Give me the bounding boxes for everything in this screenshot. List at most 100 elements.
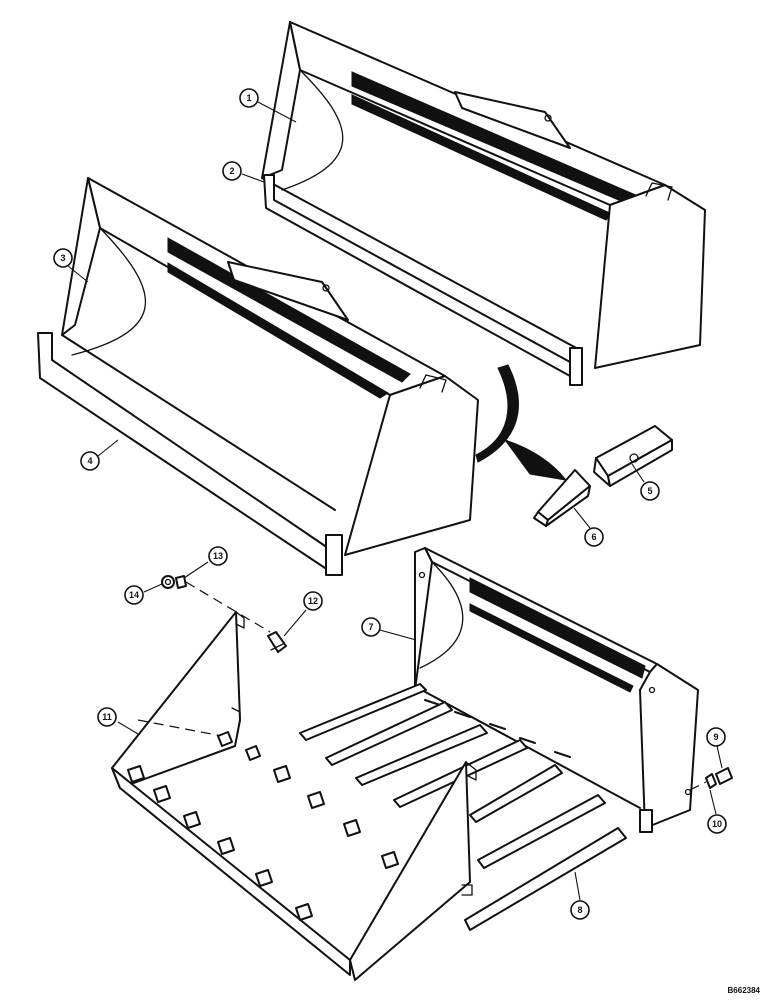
fork-bucket-right-side xyxy=(639,663,699,829)
bolt-9 xyxy=(715,767,733,785)
bucket-middle-left-side xyxy=(61,177,101,336)
hardware-group-left xyxy=(161,575,287,653)
tooth-side xyxy=(545,485,591,527)
callout-10-label: 10 xyxy=(712,819,722,829)
callout-5: 5 xyxy=(640,481,660,501)
fork-bucket-stripe-wide xyxy=(469,577,646,679)
callout-7-label: 7 xyxy=(368,622,373,632)
callout-4-label: 4 xyxy=(87,456,92,466)
tine-5 xyxy=(469,764,563,823)
leader-4 xyxy=(97,439,119,457)
clip-b2 xyxy=(153,785,171,803)
adapter-pin-hole xyxy=(629,453,639,463)
clip-b3 xyxy=(183,811,201,829)
bucket-middle-stripe-wide xyxy=(167,237,411,383)
fork-bucket-stripe-thin xyxy=(469,603,634,693)
bucket-middle-pin xyxy=(322,284,330,292)
fork-bucket-floor-curve xyxy=(419,561,464,669)
fork-bucket-top-rail xyxy=(424,547,658,673)
callout-3-label: 3 xyxy=(60,253,65,263)
grapple-left-lug xyxy=(235,611,245,629)
callout-13-label: 13 xyxy=(213,551,223,561)
bucket-upper-top-lug xyxy=(645,182,673,201)
clip-b6 xyxy=(295,903,313,921)
tine-6 xyxy=(477,794,606,869)
washer-10 xyxy=(705,773,717,789)
callout-1-label: 1 xyxy=(246,93,251,103)
leader-11 xyxy=(117,721,139,735)
callout-9-label: 9 xyxy=(713,732,718,742)
clip-a2 xyxy=(245,745,261,761)
nut-14 xyxy=(161,575,175,589)
callout-6-label: 6 xyxy=(591,532,596,542)
bucket-middle-right-side xyxy=(344,375,479,556)
fork-bucket-rivet-1 xyxy=(648,686,656,694)
grapple-left-plate xyxy=(111,611,241,789)
leader-3 xyxy=(67,265,89,283)
bucket-middle xyxy=(37,177,479,576)
leader-1 xyxy=(257,101,297,123)
hardware-group-right xyxy=(689,767,733,791)
leader-6 xyxy=(573,507,591,529)
tine-2 xyxy=(325,701,453,766)
callout-6: 6 xyxy=(584,527,604,547)
bucket-upper xyxy=(261,21,706,386)
bucket-upper-edge-end xyxy=(569,347,583,386)
callout-2: 2 xyxy=(222,161,242,181)
leader-5 xyxy=(631,463,645,483)
grapple-centerline xyxy=(137,719,223,737)
fork-bucket-left-side xyxy=(414,547,433,691)
adapter-side xyxy=(607,439,673,487)
callout-9: 9 xyxy=(706,727,726,747)
callout-8: 8 xyxy=(570,900,590,920)
washer-13 xyxy=(175,575,187,589)
leader-lines xyxy=(67,101,723,901)
tine-3 xyxy=(355,724,488,786)
fork-bucket-rivet-2 xyxy=(684,788,692,796)
bucket-upper-left-side xyxy=(261,21,301,179)
callout-1: 1 xyxy=(239,88,259,108)
clip-a6 xyxy=(381,851,399,869)
callout-12: 12 xyxy=(303,591,323,611)
callout-14: 14 xyxy=(124,585,144,605)
clip-a5 xyxy=(343,819,361,837)
callout-11: 11 xyxy=(97,707,117,727)
fork-bucket-floor-edge xyxy=(417,687,641,809)
callout-8-label: 8 xyxy=(577,905,582,915)
bucket-upper-floor-edge xyxy=(261,177,581,351)
clip-b1 xyxy=(127,765,145,783)
grapple-bottom-line xyxy=(119,787,351,976)
callout-14-label: 14 xyxy=(129,590,139,600)
clip-a4 xyxy=(307,791,325,809)
bucket-middle-mount xyxy=(227,261,349,321)
fork-bucket-foot xyxy=(639,809,653,833)
bolt-12 xyxy=(267,631,287,653)
fork-bucket-rivet-3 xyxy=(418,571,426,579)
leader-7 xyxy=(379,629,417,641)
leader-8 xyxy=(574,871,581,901)
tine-1 xyxy=(299,683,427,741)
grapple-right-plate xyxy=(349,761,471,981)
bucket-upper-floor-curve xyxy=(281,69,344,191)
grapple-right-clip xyxy=(461,884,473,896)
callout-11-label: 11 xyxy=(102,712,112,722)
clip-a1 xyxy=(217,731,233,747)
hardware-centerline-left xyxy=(185,581,271,633)
bucket-upper-mount xyxy=(454,91,571,149)
grapple-frame xyxy=(111,611,477,981)
bucket-upper-right-side xyxy=(594,184,706,369)
leader-10 xyxy=(709,789,717,815)
leader-13 xyxy=(183,561,209,579)
leader-12 xyxy=(283,609,307,637)
tine-loose xyxy=(464,827,627,931)
callout-7: 7 xyxy=(361,617,381,637)
clip-a3 xyxy=(273,765,291,783)
leader-14 xyxy=(143,583,163,593)
fork-bucket-bars xyxy=(424,699,571,758)
fork-bucket xyxy=(299,547,699,931)
tooth-point xyxy=(533,469,591,527)
callout-13: 13 xyxy=(208,546,228,566)
callout-12-label: 12 xyxy=(308,596,318,606)
bucket-middle-cutting-edge xyxy=(37,332,329,571)
